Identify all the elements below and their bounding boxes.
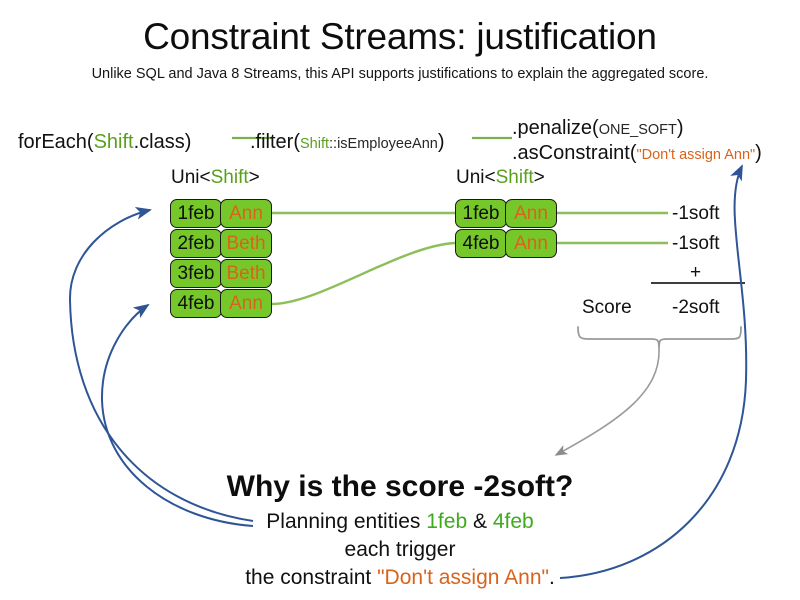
explanation-line3-suffix: . (548, 566, 555, 589)
uni-right-prefix: Uni< (456, 167, 496, 188)
uni-type-label-right: Uni<Shift> (456, 167, 545, 189)
as-constraint-method: .asConstraint( (512, 142, 637, 164)
as-constraint-arg: "Don't assign Ann" (636, 147, 756, 163)
table-row[interactable]: 2feb Beth (170, 229, 272, 258)
shift-employee-cell: Beth (220, 259, 272, 288)
shift-date-cell: 4feb (170, 289, 222, 318)
penalty-label-1feb: -1soft (672, 203, 720, 224)
score-explanation-arrow (554, 347, 660, 456)
penalty-label-4feb: -1soft (672, 233, 720, 254)
as-constraint-tail: ) (755, 142, 762, 164)
penalize-method: .penalize( (512, 117, 599, 139)
explanation-line3-prefix: the constraint (245, 566, 378, 589)
stream-link-4feb (271, 241, 456, 306)
explanation-line-1: Planning entities 1feb & 4feb (0, 510, 800, 534)
uni-left-suffix: > (248, 167, 260, 188)
explanation-line1-amp: & (467, 510, 493, 533)
shift-date-cell: 3feb (170, 259, 222, 288)
table-row[interactable]: 4feb Ann (455, 229, 557, 258)
explanation-line1-prefix: Planning entities (266, 510, 427, 533)
shift-employee-cell: Beth (220, 229, 272, 258)
shift-employee-cell: Ann (505, 199, 557, 228)
shift-date-cell: 1feb (170, 199, 222, 228)
shift-employee-cell: Ann (220, 289, 272, 318)
table-row[interactable]: 4feb Ann (170, 289, 272, 318)
shift-date-cell: 4feb (455, 229, 507, 258)
explanation-entity-4feb: 4feb (492, 510, 534, 533)
shift-date-cell: 2feb (170, 229, 222, 258)
filter-method: .filter( (250, 131, 300, 153)
code-filter: .filter(Shift::isEmployeeAnn) (250, 131, 445, 154)
penalize-arg: ONE_SOFT (598, 122, 677, 138)
table-row[interactable]: 1feb Ann (170, 199, 272, 228)
sum-plus-sign: + (690, 262, 702, 283)
code-foreach: forEach(Shift.class) (18, 131, 191, 154)
score-label: Score (582, 297, 632, 318)
uni-left-generic: Shift (210, 167, 249, 188)
explanation-line-3: the constraint "Don't assign Ann". (0, 566, 800, 590)
explanation-constraint-name: "Don't assign Ann" (377, 566, 549, 589)
shift-employee-cell: Ann (505, 229, 557, 258)
explanation-heading: Why is the score -2soft? (226, 470, 574, 503)
fact-table-right: 1feb Ann 4feb Ann (455, 199, 557, 258)
shift-date-cell: 1feb (455, 199, 507, 228)
table-row[interactable]: 3feb Beth (170, 259, 272, 288)
page-subtitle: Unlike SQL and Java 8 Streams, this API … (91, 66, 709, 82)
filter-arg-type: Shift (300, 136, 330, 152)
explanation-line-2: each trigger (344, 538, 456, 561)
score-total-value: -2soft (672, 297, 720, 318)
page-title: Constraint Streams: justification (143, 16, 657, 57)
uni-type-label-left: Uni<Shift> (171, 167, 260, 189)
uni-right-generic: Shift (495, 167, 534, 188)
code-penalize: .penalize(ONE_SOFT) (512, 117, 684, 140)
score-brace (577, 326, 742, 349)
penalize-tail: ) (676, 117, 684, 139)
table-row[interactable]: 1feb Ann (455, 199, 557, 228)
explanation-entity-1feb: 1feb (426, 510, 468, 533)
code-as-constraint: .asConstraint("Don't assign Ann") (512, 142, 762, 165)
foreach-type: Shift (93, 131, 134, 153)
fact-table-left: 1feb Ann 2feb Beth 3feb Beth 4feb Ann (170, 199, 272, 318)
shift-employee-cell: Ann (220, 199, 272, 228)
uni-left-prefix: Uni< (171, 167, 211, 188)
foreach-method: forEach( (18, 131, 94, 153)
filter-arg-rest: ::isEmployeeAnn (329, 136, 438, 152)
filter-tail: ) (437, 131, 445, 153)
foreach-tail: .class) (133, 131, 192, 153)
uni-right-suffix: > (533, 167, 545, 188)
